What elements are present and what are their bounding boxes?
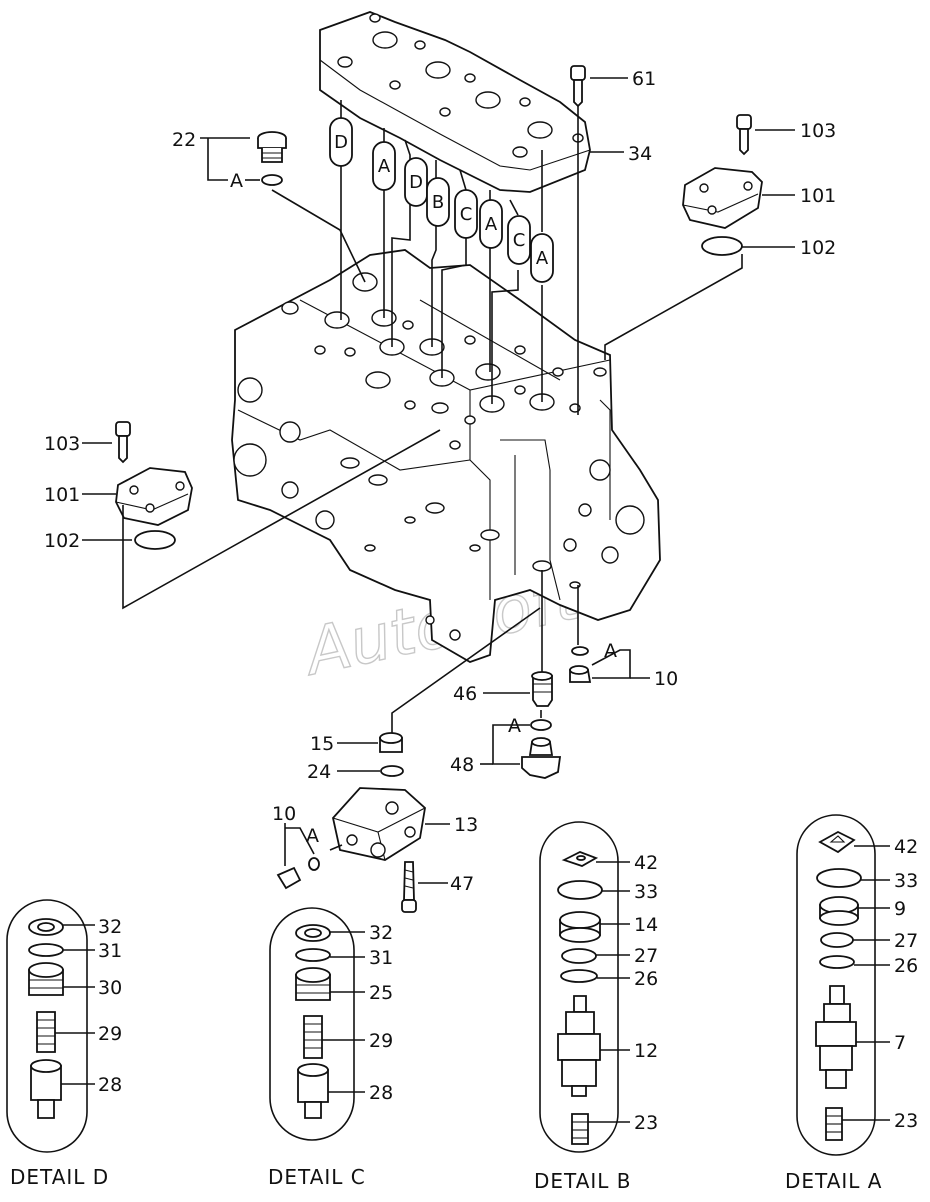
spool-tags: D A D B C A C A xyxy=(329,100,554,404)
callout-a-23: 23 xyxy=(894,1110,918,1132)
spool-tag-3: D xyxy=(409,172,423,193)
valve-body xyxy=(231,249,661,663)
callout-103-left: 103 xyxy=(44,433,80,455)
callout-numbers: 22 61 34 103 101 102 103 101 102 10 46 4… xyxy=(44,68,918,1134)
caption-detail-b: DETAIL B xyxy=(534,1169,632,1193)
callout-b-42: 42 xyxy=(634,852,658,874)
side-ports xyxy=(340,457,581,589)
spool-tag-2: A xyxy=(378,156,391,177)
caption-detail-d: DETAIL D xyxy=(10,1165,109,1189)
callout-101-left: 101 xyxy=(44,484,80,506)
ref-a-48: A xyxy=(508,715,521,737)
callout-46: 46 xyxy=(453,683,477,705)
detail-d xyxy=(6,899,95,1153)
callout-10-right: 10 xyxy=(654,668,678,690)
bolt-61 xyxy=(570,65,628,415)
cover-101-left xyxy=(82,421,441,610)
callout-c-31: 31 xyxy=(369,947,393,969)
spool-tag-8: A xyxy=(536,248,549,269)
cover-plate-34 xyxy=(319,11,591,193)
caption-detail-a: DETAIL A xyxy=(785,1169,882,1193)
callout-103-top: 103 xyxy=(800,120,836,142)
callout-a-7: 7 xyxy=(894,1032,906,1054)
callout-13: 13 xyxy=(454,814,478,836)
callout-10-lower: 10 xyxy=(272,803,296,825)
callout-b-14: 14 xyxy=(634,914,658,936)
callout-b-26: 26 xyxy=(634,968,658,990)
callout-48: 48 xyxy=(450,754,474,776)
callout-d-32: 32 xyxy=(98,916,122,938)
detail-b xyxy=(539,821,630,1153)
spool-tag-1: D xyxy=(334,132,348,153)
detail-c xyxy=(269,907,365,1141)
detail-a xyxy=(796,814,890,1156)
spool-tag-7: C xyxy=(513,230,526,251)
block-13-assembly xyxy=(276,607,541,913)
callout-101-top: 101 xyxy=(800,185,836,207)
callout-c-32: 32 xyxy=(369,922,393,944)
callout-b-23: 23 xyxy=(634,1112,658,1134)
cover-101-top xyxy=(604,114,795,360)
callout-d-29: 29 xyxy=(98,1023,122,1045)
spool-tag-4: B xyxy=(432,192,444,213)
callout-102-top: 102 xyxy=(800,237,836,259)
callout-24: 24 xyxy=(307,761,331,783)
callout-b-27: 27 xyxy=(634,945,658,967)
spool-tag-6: A xyxy=(485,214,498,235)
callout-a-33: 33 xyxy=(894,870,918,892)
callout-c-25: 25 xyxy=(369,982,393,1004)
detail-captions: DETAIL D DETAIL C DETAIL B DETAIL A xyxy=(10,1165,882,1193)
callout-d-30: 30 xyxy=(98,977,122,999)
callout-15: 15 xyxy=(310,733,334,755)
caption-detail-c: DETAIL C xyxy=(268,1165,366,1189)
callout-102-left: 102 xyxy=(44,530,80,552)
callout-b-33: 33 xyxy=(634,881,658,903)
callout-a-27: 27 xyxy=(894,930,918,952)
ref-a-10-right: A xyxy=(604,640,617,662)
callout-d-28: 28 xyxy=(98,1074,122,1096)
ref-a-22: A xyxy=(230,170,243,192)
callout-c-28: 28 xyxy=(369,1082,393,1104)
plug-46 xyxy=(483,570,553,707)
ref-a-10-lower: A xyxy=(306,825,319,847)
callout-a-26: 26 xyxy=(894,955,918,977)
plug-22 xyxy=(200,131,366,283)
callout-a-9: 9 xyxy=(894,898,906,920)
spool-tag-5: C xyxy=(460,204,473,225)
top-face-bores xyxy=(281,272,607,450)
callout-c-29: 29 xyxy=(369,1030,393,1052)
callout-d-31: 31 xyxy=(98,940,122,962)
plug-48 xyxy=(480,710,562,779)
callout-34: 34 xyxy=(628,143,652,165)
plug-10-right xyxy=(569,585,650,683)
callout-b-12: 12 xyxy=(634,1040,658,1062)
callout-47: 47 xyxy=(450,873,474,895)
callout-22: 22 xyxy=(172,129,196,151)
callout-a-42: 42 xyxy=(894,836,918,858)
callout-61: 61 xyxy=(632,68,656,90)
